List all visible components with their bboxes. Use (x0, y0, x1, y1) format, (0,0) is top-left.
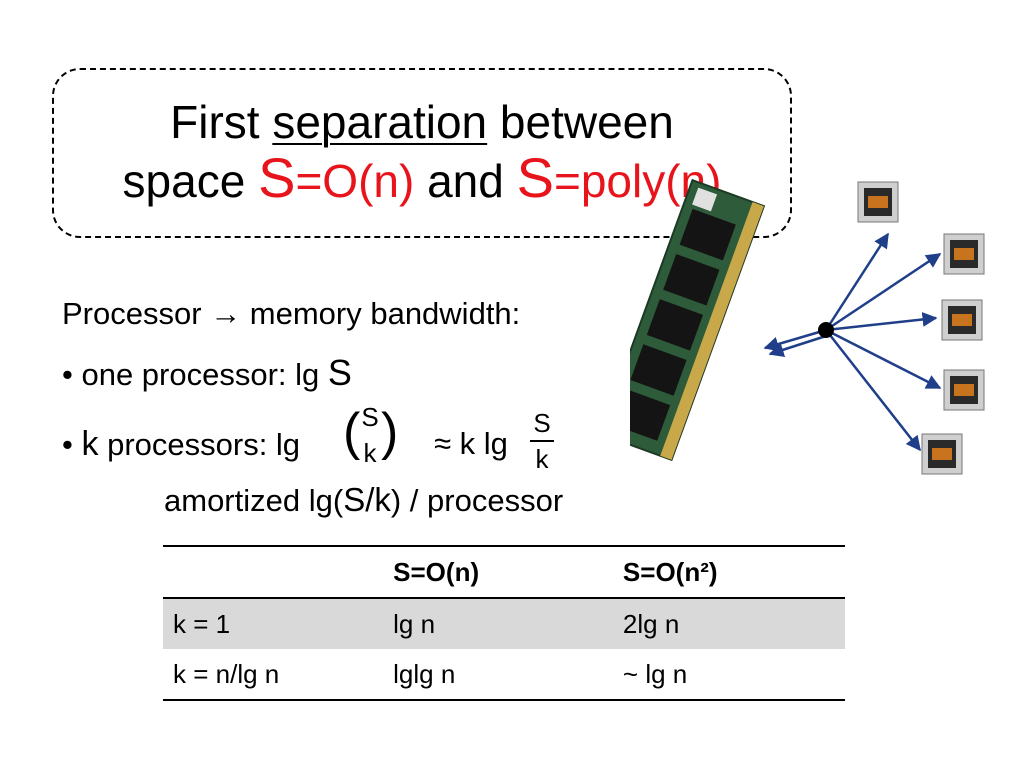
table-cell: 2lg n (612, 598, 845, 649)
processor-chip-icon (857, 181, 899, 223)
table-cell: ~ lg n (612, 649, 845, 701)
memory-module-icon (630, 178, 766, 462)
amortized-text: ) / processor (390, 483, 564, 518)
amortized-line: amortized lg(S/k) / processor (164, 482, 563, 519)
k-symbol: k (81, 425, 99, 463)
table-cell: lg n (383, 598, 613, 649)
processor-chip-icon (921, 433, 963, 475)
title-text: between (487, 96, 674, 148)
table-header-cell (163, 545, 384, 599)
bullet-text: processors: lg (98, 427, 301, 462)
fraction-bar (530, 440, 554, 442)
title-s-symbol: S (516, 146, 554, 209)
s-symbol: S (327, 352, 352, 393)
processor-chip-icon (943, 369, 985, 411)
title-text: First (170, 96, 273, 148)
table-row: k = 1 lg n 2lg n (163, 598, 845, 649)
amortized-text: amortized lg( (164, 483, 344, 518)
approx-expression: ≈ k lg (434, 426, 508, 461)
table-row: k = n/lg n lglg n ~ lg n (163, 649, 845, 701)
binomial-top: S (361, 402, 379, 432)
table-cell: k = n/lg n (163, 649, 384, 701)
title-linear-space: =O(n) (295, 155, 415, 207)
table-header-cell: S=O(n²) (612, 545, 845, 599)
bandwidth-table: S=O(n) S=O(n²) k = 1 lg n 2lg n k = n/lg… (163, 545, 845, 701)
bandwidth-heading: Processor → memory bandwidth: (62, 296, 521, 331)
title-s-symbol: S (258, 146, 296, 209)
bus-node (818, 322, 834, 338)
title-underlined-word: separation (272, 96, 488, 148)
bullet-text: • one processor: lg (62, 357, 328, 392)
title-text: space (122, 155, 259, 207)
binomial-right-paren: ) (381, 403, 399, 461)
bullet-text: • (62, 427, 82, 462)
memory-processor-illustration (630, 178, 985, 475)
processor-chip-icon (941, 299, 983, 341)
bullet-k-processors: • k processors: lg (62, 426, 300, 463)
table-cell: k = 1 (163, 598, 384, 649)
binomial-left-paren: ( (343, 403, 361, 461)
fraction-numerator: S (533, 408, 551, 438)
binomial-bottom: k (363, 438, 377, 468)
table-header-cell: S=O(n) (383, 545, 613, 599)
table-header-row: S=O(n) S=O(n²) (163, 545, 845, 599)
table-cell: lglg n (383, 649, 613, 701)
processor-chip-icon (943, 233, 985, 275)
title-text: and (414, 155, 517, 207)
title-line-2: space S=O(n) and S=poly(n) (54, 150, 790, 209)
fraction-denominator: k (535, 444, 549, 474)
title-line-1: First separation between (54, 94, 790, 150)
bus-arrows (763, 232, 942, 452)
title-box: First separation between space S=O(n) an… (52, 68, 792, 238)
amortized-sk: S/k (343, 481, 391, 518)
bullet-one-processor: • one processor: lg S (62, 355, 352, 393)
